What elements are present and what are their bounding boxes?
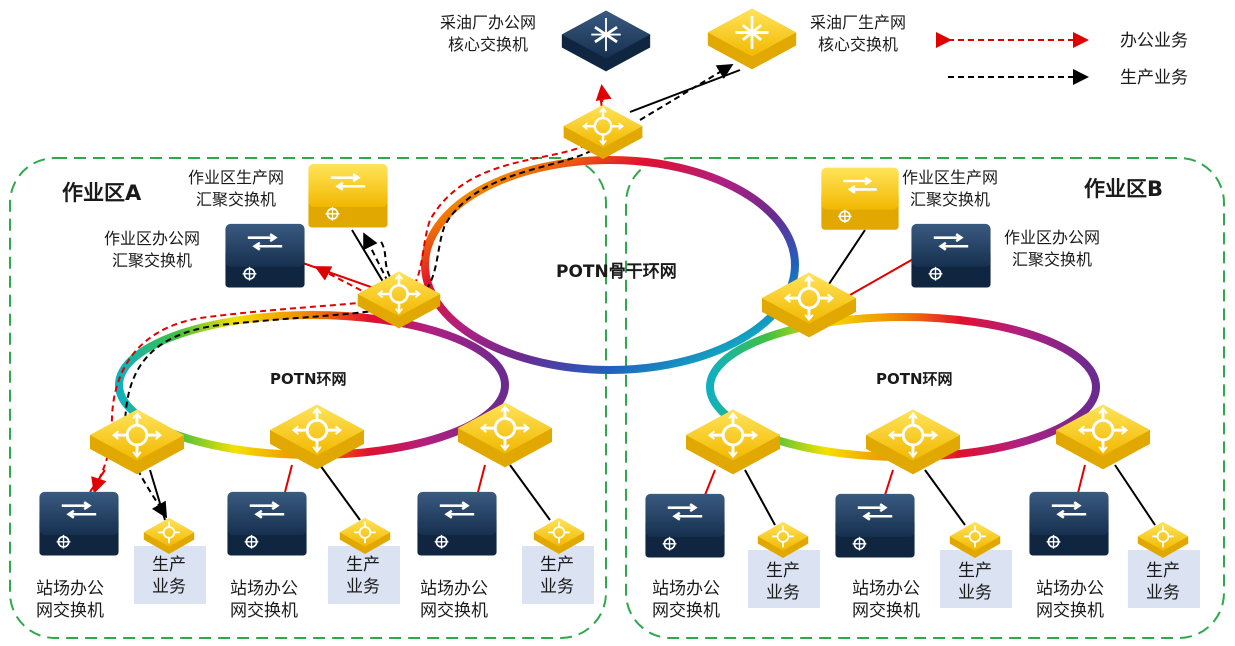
legend-prod-label: 生产业务 [1120, 68, 1188, 88]
backbone-ring [421, 156, 799, 374]
zone-a-site-2-label-2: 网交换机 [230, 601, 298, 621]
prod-service-boxes [134, 546, 1200, 608]
prod-core-label-1: 采油厂生产网 [810, 13, 906, 32]
zone-a-ring-potn-3-icon [456, 401, 554, 469]
zone-a-prod-3-label-1: 生产 [540, 555, 574, 575]
zone-b-site-switch-2-icon [834, 492, 916, 559]
zone-b-prod-2-label-2: 业务 [958, 583, 992, 603]
zone-b-site-3-label-1: 站场办公 [1036, 579, 1104, 599]
zone-a-office-agg-label-2: 汇聚交换机 [112, 251, 192, 270]
zone-a-site-switch-1-icon [38, 490, 120, 557]
zone-a-prod-agg-label-1: 作业区生产网 [188, 168, 284, 187]
zone-b-prod-3-label-2: 业务 [1146, 583, 1180, 603]
zone-b-site-switch-1-icon [644, 492, 726, 559]
zone-a-title: 作业区A [62, 181, 142, 205]
zone-b-site-1-label-1: 站场办公 [652, 579, 720, 599]
zone-b-prod-agg-label-1: 作业区生产网 [902, 168, 998, 187]
legend-office-label: 办公业务 [1120, 31, 1188, 51]
zone-b-ring-potn-1-icon [684, 408, 782, 476]
zone-b-prod-agg-label-2: 汇聚交换机 [910, 190, 990, 209]
zone-a-ring-potn-2-icon [268, 403, 366, 471]
zone-a-prod-1-label-1: 生产 [152, 555, 186, 575]
zone-a-site-2-label-1: 站场办公 [230, 579, 298, 599]
office-core-label-2: 核心交换机 [448, 35, 528, 54]
zone-a-boundary [9, 157, 607, 639]
office-core-switch-icon [560, 9, 652, 73]
zone-b-ring-potn-2-icon [864, 408, 962, 476]
zone-a-prod-2-label-2: 业务 [346, 577, 380, 597]
zone-b-prod-2-label-1: 生产 [958, 561, 992, 581]
backbone-ring-label: POTN骨干环网 [556, 262, 677, 282]
zone-b-site-1-label-2: 网交换机 [652, 601, 720, 621]
zone-b-boundary [625, 157, 1225, 639]
zone-b-site-2-label-2: 网交换机 [852, 601, 920, 621]
production-core-switch-icon [706, 7, 798, 71]
zone-a-site-3-label-2: 网交换机 [420, 601, 488, 621]
zone-b-prod-3-label-1: 生产 [1146, 561, 1180, 581]
zone-a-prod-2-label-1: 生产 [346, 555, 380, 575]
zone-b-office-agg-switch-icon [910, 222, 992, 289]
zone-b-prod-agg-switch-icon [819, 166, 901, 232]
zone-b-backbone-potn-icon [760, 271, 858, 339]
zone-b-ring-label: POTN环网 [876, 370, 953, 388]
zone-a-prod-agg-label-2: 汇聚交换机 [196, 190, 276, 209]
backbone-potn-top-icon [562, 103, 644, 161]
zone-b-title: 作业区B [1084, 177, 1163, 201]
office-core-label-1: 采油厂办公网 [440, 13, 536, 32]
zone-a-site-switch-3-icon [416, 490, 498, 557]
zone-a-site-1-label-2: 网交换机 [36, 601, 104, 621]
zone-a-site-1-label-1: 站场办公 [36, 579, 104, 599]
zone-b-prod-1-label-1: 生产 [766, 561, 800, 581]
zone-a-site-switch-2-icon [226, 490, 308, 557]
legend: 办公业务 生产业务 [936, 31, 1188, 88]
zone-a-office-agg-switch-icon [224, 222, 306, 289]
zone-a-office-agg-label-1: 作业区办公网 [104, 229, 200, 248]
zone-b-office-agg-label-2: 汇聚交换机 [1012, 250, 1092, 269]
zone-a-site-3-label-1: 站场办公 [420, 579, 488, 599]
zone-b-site-2-label-1: 站场办公 [852, 579, 920, 599]
zone-a-ring-label: POTN环网 [270, 370, 347, 388]
zone-a-prod-agg-switch-icon [307, 162, 389, 229]
zone-a-prod-3-label-2: 业务 [540, 577, 574, 597]
prod-core-label-2: 核心交换机 [818, 35, 898, 54]
zone-b-site-3-label-2: 网交换机 [1036, 601, 1104, 621]
zone-b-prod-1-label-2: 业务 [766, 583, 800, 603]
zone-b-site-switch-3-icon [1028, 490, 1110, 557]
zone-a-prod-1-label-2: 业务 [152, 577, 186, 597]
zone-b-ring-potn-3-icon [1054, 403, 1152, 471]
zone-b-office-agg-label-1: 作业区办公网 [1004, 228, 1100, 247]
office-service-path [91, 84, 612, 494]
